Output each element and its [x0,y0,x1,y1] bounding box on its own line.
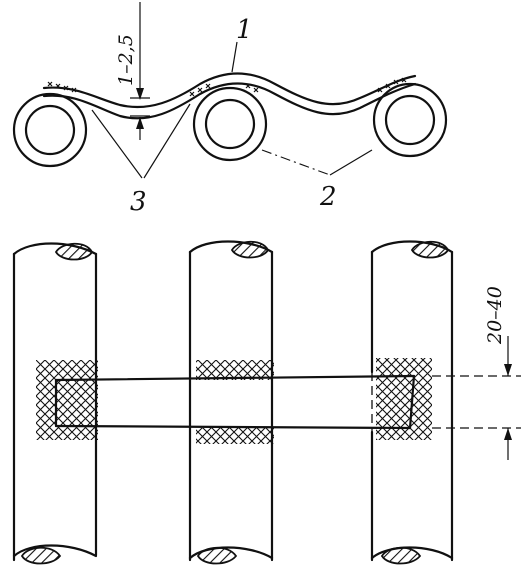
callout-strip-label: 1 [236,15,253,45]
tube-plan-right [370,240,454,565]
width-dimension-label: 20–40 [484,286,506,345]
strip-inner-edge [42,82,417,120]
weld-beads [47,77,407,97]
weld-zone-middle-bottom [196,428,274,444]
tube-plan-middle [188,240,274,565]
tube-plan-left [12,242,98,565]
width-dimension: 20–40 [432,286,521,460]
callout-weld: 3 [91,103,191,217]
weld-zone-right [376,358,432,440]
weld-zone-left [36,360,98,440]
thickness-dimension: 1–2,5 [115,2,150,140]
thickness-dimension-label: 1–2,5 [115,34,137,86]
callout-strip: 1 [231,15,253,73]
connecting-strip [54,374,416,430]
tube-section-left [12,92,88,168]
strip-outer-edge [42,72,417,109]
section-view: 1–2,5 1 3 2 [12,2,448,217]
tube-section-right [372,82,448,158]
callout-weld-label: 3 [130,187,147,217]
callout-tube: 2 [261,149,373,212]
callout-tube-label: 2 [319,182,337,212]
plan-view: 20–40 [12,240,521,565]
weld-zone-middle-top [196,360,274,380]
tube-section-middle [192,86,268,162]
